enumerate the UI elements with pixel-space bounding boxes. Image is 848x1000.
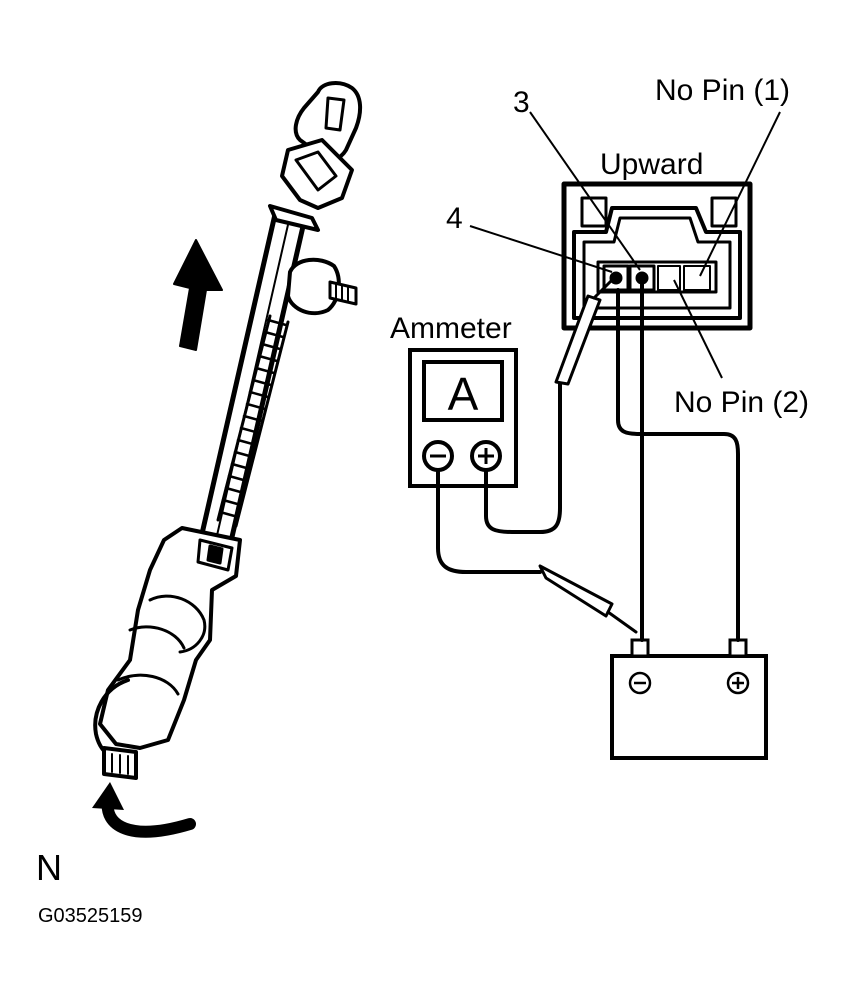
no-pin-1-slot bbox=[683, 265, 711, 291]
rail-left-edge bbox=[193, 207, 279, 563]
test-probe-lower bbox=[538, 564, 614, 618]
label-no-pin-1: No Pin (1) bbox=[655, 74, 790, 107]
wiring bbox=[436, 278, 740, 642]
leader-lines bbox=[469, 111, 781, 379]
test-probe-upper bbox=[554, 294, 602, 386]
battery-negative-post bbox=[630, 638, 650, 658]
label-pin-3: 3 bbox=[513, 86, 530, 119]
ammeter-display bbox=[422, 360, 504, 422]
label-pin-4: 4 bbox=[446, 202, 463, 235]
lower-housing bbox=[98, 526, 242, 750]
figure-code: G03525159 bbox=[38, 905, 143, 927]
battery bbox=[610, 638, 768, 760]
rotate-arrow-icon bbox=[92, 782, 196, 838]
label-no-pin-2: No Pin (2) bbox=[674, 386, 809, 419]
no-pin-2-slot bbox=[657, 265, 681, 291]
arrow-up-icon bbox=[173, 239, 223, 351]
ammeter-display-letter: A bbox=[448, 368, 479, 420]
battery-positive-post bbox=[728, 638, 748, 658]
wire-terminal4-battery-pos bbox=[616, 288, 740, 642]
coil-spring bbox=[216, 314, 290, 528]
mounting-bolt bbox=[286, 257, 358, 316]
label-upward: Upward bbox=[600, 148, 703, 181]
wire-ammeter-minus bbox=[436, 468, 542, 574]
pretensioner-assembly bbox=[93, 81, 363, 780]
wire-ammeter-plus bbox=[484, 378, 562, 534]
corner-letter: N bbox=[36, 847, 62, 888]
label-ammeter: Ammeter bbox=[390, 312, 512, 345]
upper-bracket bbox=[280, 138, 354, 210]
